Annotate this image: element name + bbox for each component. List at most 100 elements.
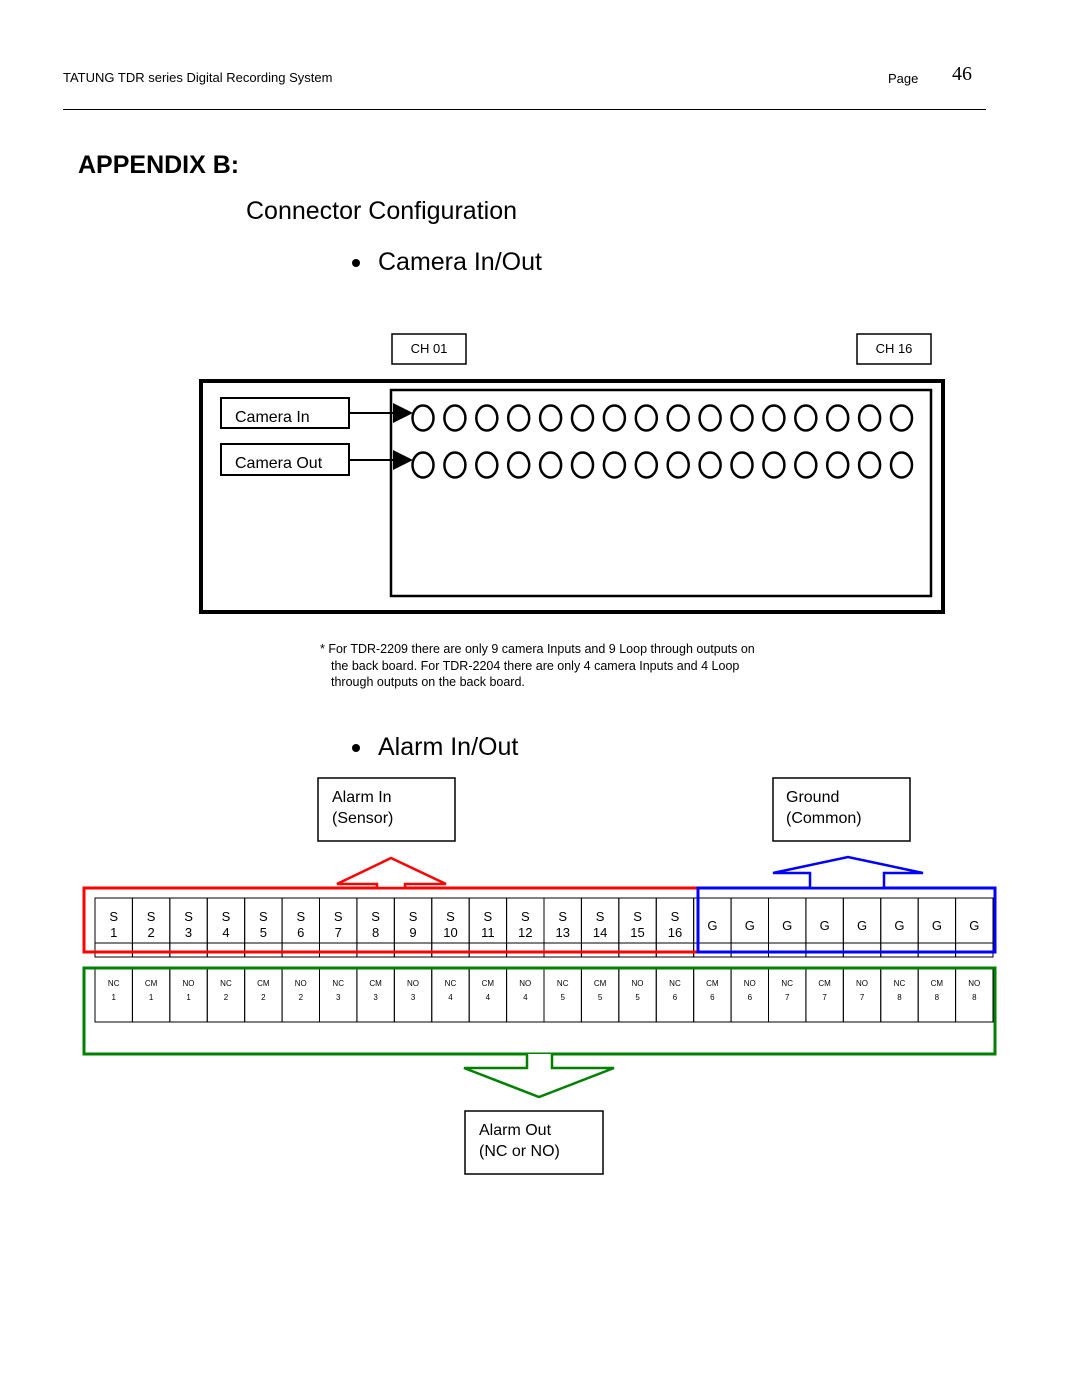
relay-number-label: 7 bbox=[785, 993, 790, 1002]
relay-number-label: 7 bbox=[860, 993, 865, 1002]
relay-number-label: 1 bbox=[149, 993, 154, 1002]
spacer-cell bbox=[580, 942, 620, 958]
spacer-cell bbox=[543, 942, 582, 958]
alarm-out-arrow bbox=[463, 1054, 615, 1099]
relay-number-label: 4 bbox=[486, 993, 491, 1002]
relay-type-label: NC bbox=[108, 979, 120, 988]
relay-type-label: CM bbox=[257, 979, 270, 988]
relay-number-label: 8 bbox=[897, 993, 902, 1002]
camera-out-connector bbox=[762, 451, 786, 479]
sensor-type-label: S bbox=[222, 909, 231, 924]
ch01-label: CH 01 bbox=[411, 341, 448, 356]
sensor-number-label: 15 bbox=[630, 925, 644, 940]
ground-label: G bbox=[782, 918, 792, 933]
spacer-cell bbox=[618, 942, 657, 958]
relay-number-label: 2 bbox=[299, 993, 304, 1002]
relay-number-label: 4 bbox=[448, 993, 453, 1002]
sensor-type-label: S bbox=[596, 909, 605, 924]
sensor-number-label: 12 bbox=[518, 925, 532, 940]
camera-out-connector bbox=[634, 451, 659, 479]
bullet-icon bbox=[352, 258, 360, 267]
camera-out-connector bbox=[794, 451, 818, 479]
relay-number-label: 5 bbox=[635, 993, 640, 1002]
relay-type-label: NC bbox=[781, 979, 793, 988]
alarm-in-arrow bbox=[336, 856, 447, 890]
ground-label: G bbox=[857, 918, 867, 933]
sensor-type-label: S bbox=[446, 909, 455, 924]
alarm-out-label-1: Alarm Out bbox=[479, 1122, 552, 1139]
spacer-cell bbox=[393, 942, 433, 958]
relay-type-label: NC bbox=[669, 979, 681, 988]
camera-in-connector bbox=[506, 404, 531, 432]
spacer-cell bbox=[842, 942, 882, 958]
camera-out-label: Camera Out bbox=[235, 455, 323, 472]
camera-in-connector bbox=[411, 404, 435, 432]
relay-number-label: 2 bbox=[224, 993, 229, 1002]
ground-label: G bbox=[969, 918, 979, 933]
camera-in-connector bbox=[889, 404, 914, 432]
ch01-box bbox=[391, 333, 467, 365]
header-rule bbox=[63, 109, 986, 110]
sensor-number-label: 14 bbox=[593, 925, 607, 940]
spacer-cell bbox=[768, 942, 807, 958]
camera-out-connector bbox=[538, 451, 563, 479]
camera-out-connector bbox=[506, 451, 531, 479]
relay-type-label: NC bbox=[894, 979, 906, 988]
ground-label: G bbox=[894, 918, 904, 933]
alarm-heading-text: Alarm In/Out bbox=[378, 733, 519, 761]
camera-out-connector bbox=[602, 451, 627, 479]
spacer-cell bbox=[880, 942, 919, 958]
sensor-number-label: 3 bbox=[185, 925, 192, 940]
sensor-type-label: S bbox=[558, 909, 567, 924]
relay-type-label: CM bbox=[482, 979, 495, 988]
relay-number-label: 6 bbox=[673, 993, 678, 1002]
spacer-cell bbox=[169, 942, 208, 958]
camera-heading: Camera In/Out bbox=[352, 248, 542, 277]
relay-number-label: 5 bbox=[560, 993, 565, 1002]
sensor-type-label: S bbox=[484, 909, 493, 924]
relay-type-label: CM bbox=[145, 979, 158, 988]
alarm-heading: Alarm In/Out bbox=[352, 733, 518, 762]
camera-out-connector bbox=[889, 451, 914, 479]
camera-in-connector bbox=[857, 404, 882, 432]
sensor-type-label: S bbox=[671, 909, 680, 924]
sensor-type-label: S bbox=[184, 909, 193, 924]
relay-number-label: 2 bbox=[261, 993, 266, 1002]
camera-in-connector bbox=[762, 404, 786, 432]
relay-type-label: NC bbox=[220, 979, 232, 988]
footnote-line-2: the back board. For TDR-2204 there are o… bbox=[331, 658, 740, 673]
relay-type-label: NC bbox=[332, 979, 344, 988]
ground-label-1: Ground bbox=[786, 789, 839, 806]
appendix-title: APPENDIX B: bbox=[78, 151, 240, 179]
sensor-type-label: S bbox=[147, 909, 156, 924]
relay-number-label: 8 bbox=[972, 993, 977, 1002]
ch16-box bbox=[856, 333, 932, 365]
back-panel-inner bbox=[389, 388, 933, 598]
camera-out-connector bbox=[698, 451, 722, 479]
camera-in-connector bbox=[666, 404, 690, 432]
spacer-cell bbox=[94, 942, 133, 958]
spacer-cell bbox=[356, 942, 395, 958]
relay-type-label: CM bbox=[818, 979, 831, 988]
sensor-number-label: 6 bbox=[297, 925, 304, 940]
spacer-cell bbox=[431, 942, 470, 958]
spacer-cell bbox=[917, 942, 957, 958]
sensor-type-label: S bbox=[371, 909, 380, 924]
spacer-cell bbox=[468, 942, 508, 958]
camera-out-connector bbox=[825, 451, 850, 479]
footnote-line-3: through outputs on the back board. bbox=[331, 675, 525, 689]
relay-type-label: NO bbox=[856, 979, 868, 988]
sensor-type-label: S bbox=[109, 909, 118, 924]
header-title: TATUNG TDR series Digital Recording Syst… bbox=[63, 70, 333, 85]
camera-in-label: Camera In bbox=[235, 409, 310, 426]
ground-label: G bbox=[707, 918, 717, 933]
ch16-label: CH 16 bbox=[876, 341, 913, 356]
relay-type-label: CM bbox=[369, 979, 382, 988]
relay-type-label: NO bbox=[744, 979, 756, 988]
spacer-cell bbox=[955, 942, 994, 958]
relay-type-label: NC bbox=[445, 979, 457, 988]
alarm-out-label-2: (NC or NO) bbox=[479, 1143, 560, 1160]
camera-out-connector bbox=[570, 451, 595, 479]
camera-footnote: * For TDR-2209 there are only 9 camera I… bbox=[320, 641, 840, 691]
